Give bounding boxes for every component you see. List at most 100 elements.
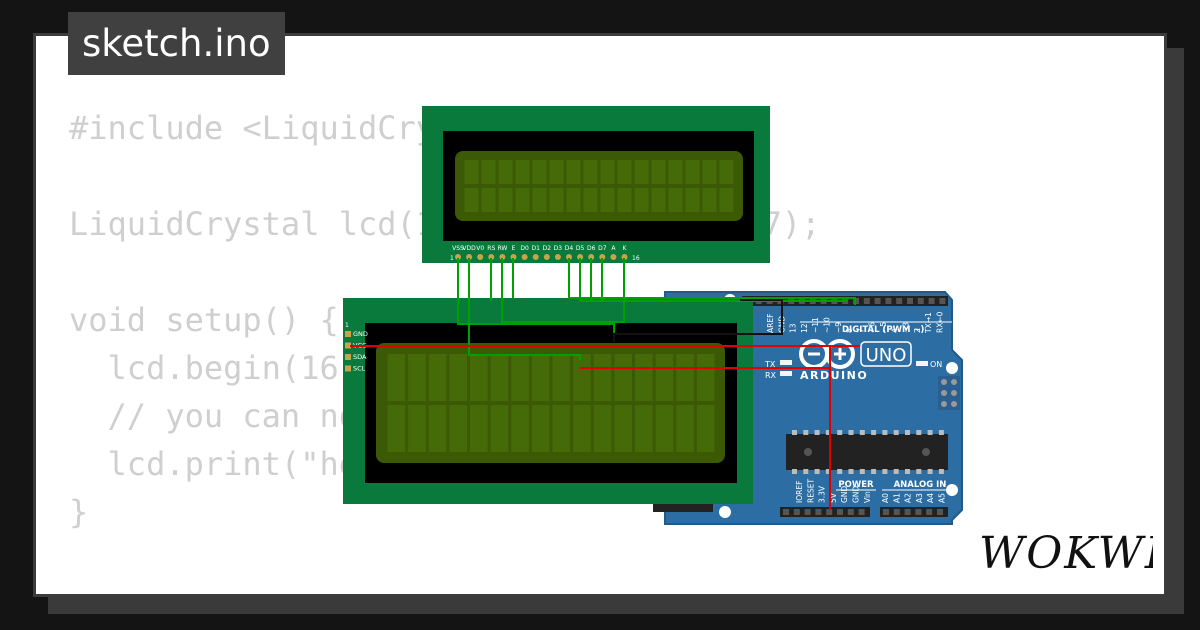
on-led bbox=[916, 361, 928, 366]
lcd-top-pin[interactable] bbox=[466, 254, 473, 260]
digital-pin-label: ~5 bbox=[879, 322, 888, 333]
power-pin[interactable] bbox=[815, 509, 822, 515]
lcd-top-pin[interactable] bbox=[554, 254, 561, 260]
lcd-char-cell bbox=[702, 188, 717, 212]
lcd-char-cell bbox=[719, 188, 734, 212]
digital-pin[interactable] bbox=[907, 298, 913, 304]
wokwi-logo[interactable]: WOKWI bbox=[975, 520, 1153, 580]
digital-pin[interactable] bbox=[874, 298, 881, 304]
lcd-i2c-pin[interactable] bbox=[345, 354, 351, 360]
lcd-char-cell bbox=[490, 354, 509, 401]
power-pin-label: 5V bbox=[829, 492, 838, 503]
analog-pin[interactable] bbox=[893, 509, 900, 515]
lcd-top-pin-label: RS bbox=[487, 245, 495, 252]
lcd-char-cell bbox=[617, 188, 632, 212]
lcd-char-cell bbox=[685, 188, 700, 212]
lcd-top-pin[interactable] bbox=[488, 254, 495, 260]
digital-pin[interactable] bbox=[896, 298, 903, 304]
power-pin[interactable] bbox=[837, 509, 843, 515]
icsp-header[interactable] bbox=[938, 376, 960, 410]
lcd-char-cell bbox=[651, 188, 666, 212]
digital-pin-label: 13 bbox=[789, 323, 798, 333]
analog-pin-header[interactable] bbox=[880, 507, 948, 517]
lcd-top-pin[interactable] bbox=[566, 254, 572, 260]
lcd-char-cell bbox=[498, 160, 513, 184]
lcd-char-cell bbox=[600, 160, 615, 184]
analog-pin[interactable] bbox=[904, 509, 911, 515]
wokwi-logo-text: WOKWI bbox=[979, 528, 1153, 579]
power-pin-label: Vin bbox=[863, 491, 872, 503]
lcd-top-pin-label: E bbox=[512, 245, 516, 252]
lcd-top-pin-label: D3 bbox=[554, 245, 563, 252]
lcd-char-cell bbox=[387, 405, 406, 452]
wires[interactable] bbox=[350, 258, 860, 510]
lcd-char-cell bbox=[685, 160, 700, 184]
lcd-top-pin-label: A bbox=[611, 245, 616, 252]
lcd-i2c-character-grid bbox=[387, 354, 715, 452]
code-line: void setup() { bbox=[69, 301, 339, 339]
digital-pin[interactable] bbox=[885, 298, 892, 304]
lcd-char-cell bbox=[617, 160, 632, 184]
lcd-top-pin[interactable] bbox=[543, 254, 550, 260]
digital-pin-label: TX→1 bbox=[924, 312, 933, 334]
lcd-i2c-pin[interactable] bbox=[345, 342, 351, 349]
lcd-char-cell bbox=[449, 405, 467, 452]
lcd-top-pin[interactable] bbox=[610, 254, 617, 260]
digital-header-label: DIGITAL (PWM ~) bbox=[842, 325, 924, 335]
lcd-top-pin-label: VSS bbox=[452, 245, 464, 252]
lcd-top-pin[interactable] bbox=[577, 254, 584, 260]
file-tab[interactable]: sketch.ino bbox=[68, 12, 285, 75]
digital-pin-label: ~6 bbox=[868, 322, 877, 333]
digital-pin[interactable] bbox=[917, 298, 924, 304]
lcd-top-pin[interactable] bbox=[477, 254, 484, 260]
analog-header-label: ANALOG IN bbox=[894, 480, 947, 490]
lcd-top-pin[interactable] bbox=[599, 254, 606, 260]
lcd-top-pin-label: K bbox=[623, 245, 628, 252]
power-pin-label: RESET bbox=[806, 479, 815, 503]
lcd-char-cell bbox=[614, 354, 632, 401]
lcd-i2c-pin[interactable] bbox=[345, 331, 351, 337]
lcd-top-pin[interactable] bbox=[499, 254, 506, 260]
power-pin[interactable] bbox=[793, 509, 800, 515]
lcd-char-cell bbox=[655, 354, 674, 401]
lcd-char-cell bbox=[387, 354, 406, 401]
power-pin[interactable] bbox=[858, 509, 865, 515]
lcd-char-cell bbox=[719, 160, 734, 184]
digital-pin-label: 7 bbox=[856, 328, 865, 333]
power-pin-header[interactable] bbox=[780, 507, 870, 517]
lcd-i2c-pin[interactable] bbox=[345, 365, 351, 372]
power-pin[interactable] bbox=[804, 509, 811, 515]
lcd-char-cell bbox=[676, 354, 694, 401]
digital-pin[interactable] bbox=[863, 298, 870, 304]
analog-pin-label: A0 bbox=[881, 493, 890, 503]
lcd-top-pin[interactable] bbox=[532, 254, 539, 260]
lcd-char-cell bbox=[655, 405, 674, 452]
digital-pin-label: 8 bbox=[845, 328, 854, 333]
lcd-char-cell bbox=[552, 405, 571, 452]
analog-pin[interactable] bbox=[937, 509, 943, 515]
power-pin-label: GND bbox=[840, 486, 849, 503]
analog-pin[interactable] bbox=[883, 509, 889, 515]
lcd-char-cell bbox=[511, 405, 529, 452]
rx-led bbox=[780, 371, 792, 376]
lcd-char-cell bbox=[511, 354, 529, 401]
lcd-top-pin[interactable] bbox=[588, 254, 595, 260]
power-pin[interactable] bbox=[847, 509, 854, 515]
digital-pin[interactable] bbox=[939, 298, 946, 304]
lcd-char-cell bbox=[481, 188, 496, 212]
lcd-top-pin[interactable] bbox=[455, 254, 461, 260]
lcd-char-cell bbox=[549, 160, 564, 184]
analog-pin[interactable] bbox=[915, 509, 922, 515]
lcd-top-pin[interactable] bbox=[521, 254, 528, 260]
lcd-char-cell bbox=[464, 160, 479, 184]
wire-black-gnd-2 bbox=[613, 333, 747, 342]
power-pin[interactable] bbox=[783, 509, 789, 515]
wire-green-d4-d7 bbox=[568, 258, 856, 305]
power-pin[interactable] bbox=[826, 509, 833, 515]
digital-pin[interactable] bbox=[928, 298, 935, 304]
lcd-top-pin-label: VDD bbox=[462, 245, 476, 252]
analog-pin[interactable] bbox=[926, 509, 933, 515]
